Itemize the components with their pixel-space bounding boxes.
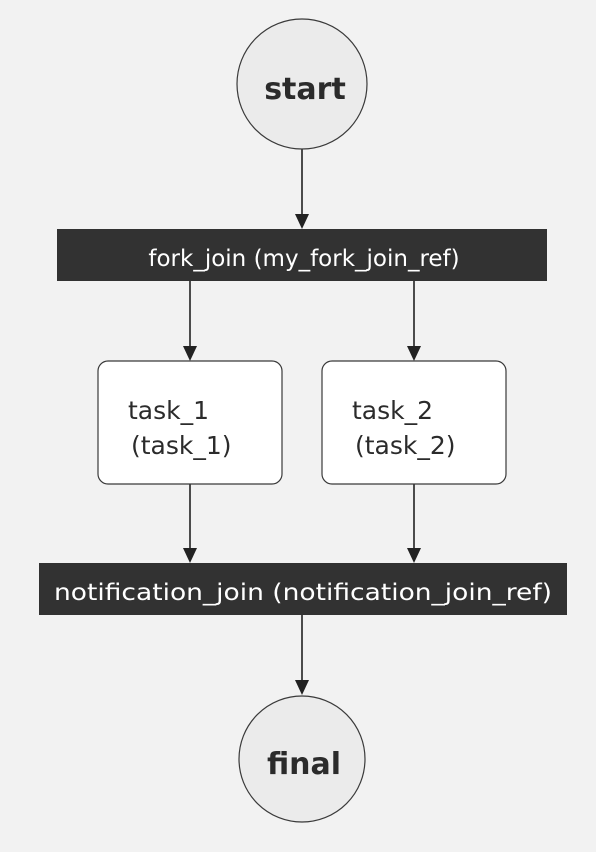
task1-box (97, 360, 283, 485)
task1-label-line1: task_1 (128, 396, 209, 425)
arrowhead-task2-to-join (407, 548, 421, 563)
start-node-shape (236, 18, 368, 150)
final-node-label: final (267, 747, 341, 782)
notification-join-label: notification_join (notification_join_ref… (54, 580, 552, 606)
arrowhead-task1-to-join (183, 548, 197, 563)
start-node[interactable]: start (236, 18, 368, 150)
task2-box (321, 360, 507, 485)
task1-label-line2: (task_1) (131, 431, 232, 460)
notification-join-node[interactable]: notification_join (notification_join_ref… (39, 563, 567, 615)
fork-join-bar (57, 229, 547, 281)
start-node-label: start (264, 72, 346, 107)
fork-join-node[interactable]: fork_join (my_fork_join_ref) (57, 229, 547, 281)
task2-label-line1: task_2 (352, 396, 433, 425)
arrowhead-fork-to-task2 (407, 346, 421, 361)
edges (183, 148, 421, 695)
task2-node[interactable]: task_2 (task_2) (321, 360, 507, 485)
task2-label-line2: (task_2) (355, 431, 456, 460)
final-node[interactable]: final (238, 695, 366, 823)
final-node-shape (238, 695, 366, 823)
task1-node[interactable]: task_1 (task_1) (97, 360, 283, 485)
fork-join-label: fork_join (my_fork_join_ref) (148, 246, 459, 272)
notification-join-bar (39, 563, 567, 615)
arrowhead-join-to-final (295, 680, 309, 695)
arrowhead-start-to-fork (295, 214, 309, 229)
arrowhead-fork-to-task1 (183, 346, 197, 361)
